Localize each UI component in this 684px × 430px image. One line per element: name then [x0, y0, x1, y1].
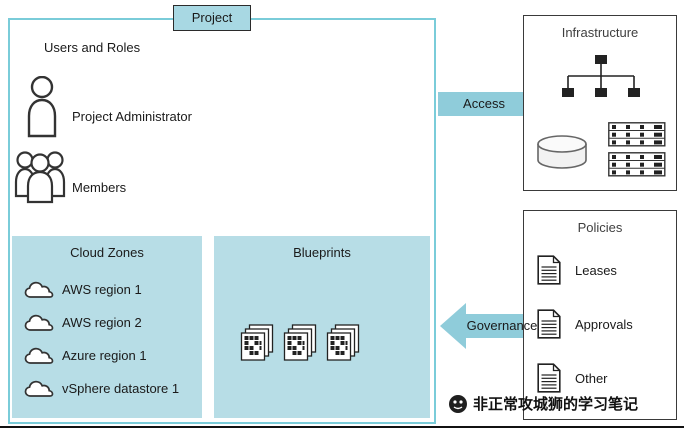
cloud-zones-panel: Cloud Zones AWS region 1 AWS region 2 Az… — [12, 236, 202, 418]
infrastructure-title: Infrastructure — [561, 25, 639, 40]
policies-title: Policies — [577, 220, 623, 235]
cloud-zone-item: vSphere datastore 1 — [24, 377, 179, 399]
infrastructure-box: Infrastructure — [523, 15, 677, 191]
cloud-icon — [24, 380, 54, 397]
server-grid-icon — [608, 122, 666, 177]
document-icon — [537, 309, 561, 339]
blueprints-panel: Blueprints — [214, 236, 430, 418]
blueprint-icon — [283, 324, 317, 361]
watermark-text: 非正常攻城狮的学习笔记 — [473, 395, 639, 413]
database-icon — [537, 135, 587, 169]
watermark-logo-icon — [449, 394, 467, 413]
policy-label: Approvals — [575, 316, 633, 332]
blueprint-icons — [240, 324, 360, 362]
watermark: 非正常攻城狮的学习笔记 — [448, 393, 638, 414]
bottom-divider — [0, 426, 684, 428]
blueprints-title: Blueprints — [293, 245, 351, 260]
cloud-zone-label: vSphere datastore 1 — [62, 380, 180, 396]
cloud-zone-item: AWS region 2 — [24, 311, 142, 333]
project-tab: Project — [173, 5, 251, 31]
cloud-icon — [24, 314, 54, 331]
cloud-zones-title: Cloud Zones — [70, 245, 144, 260]
document-icon — [537, 255, 561, 285]
policy-item: Leases — [537, 255, 617, 285]
policy-label: Leases — [575, 262, 617, 278]
project-administrator-label: Project Administrator — [72, 109, 192, 124]
blueprint-icon — [326, 324, 360, 361]
members-icon — [14, 151, 66, 204]
access-arrow-label: Access — [463, 96, 505, 111]
policy-item: Other — [537, 363, 608, 393]
document-icon — [537, 363, 561, 393]
cloud-zone-item: AWS region 1 — [24, 278, 142, 300]
person-icon — [27, 76, 57, 138]
cloud-icon — [24, 347, 54, 364]
policies-box: Policies Leases — [523, 210, 677, 420]
users-and-roles-title: Users and Roles — [44, 40, 141, 55]
hierarchy-icon — [562, 55, 640, 97]
cloud-zone-label: AWS region 1 — [62, 281, 142, 297]
policy-label: Other — [575, 370, 608, 386]
cloud-icon — [24, 281, 54, 298]
governance-arrow-label: Governance — [466, 318, 538, 333]
blueprint-icon — [240, 324, 274, 361]
cloud-zone-label: AWS region 2 — [62, 314, 142, 330]
cloud-zone-item: Azure region 1 — [24, 344, 147, 366]
members-label: Members — [72, 180, 127, 195]
policy-item: Approvals — [537, 309, 633, 339]
cloud-zone-label: Azure region 1 — [62, 347, 147, 363]
